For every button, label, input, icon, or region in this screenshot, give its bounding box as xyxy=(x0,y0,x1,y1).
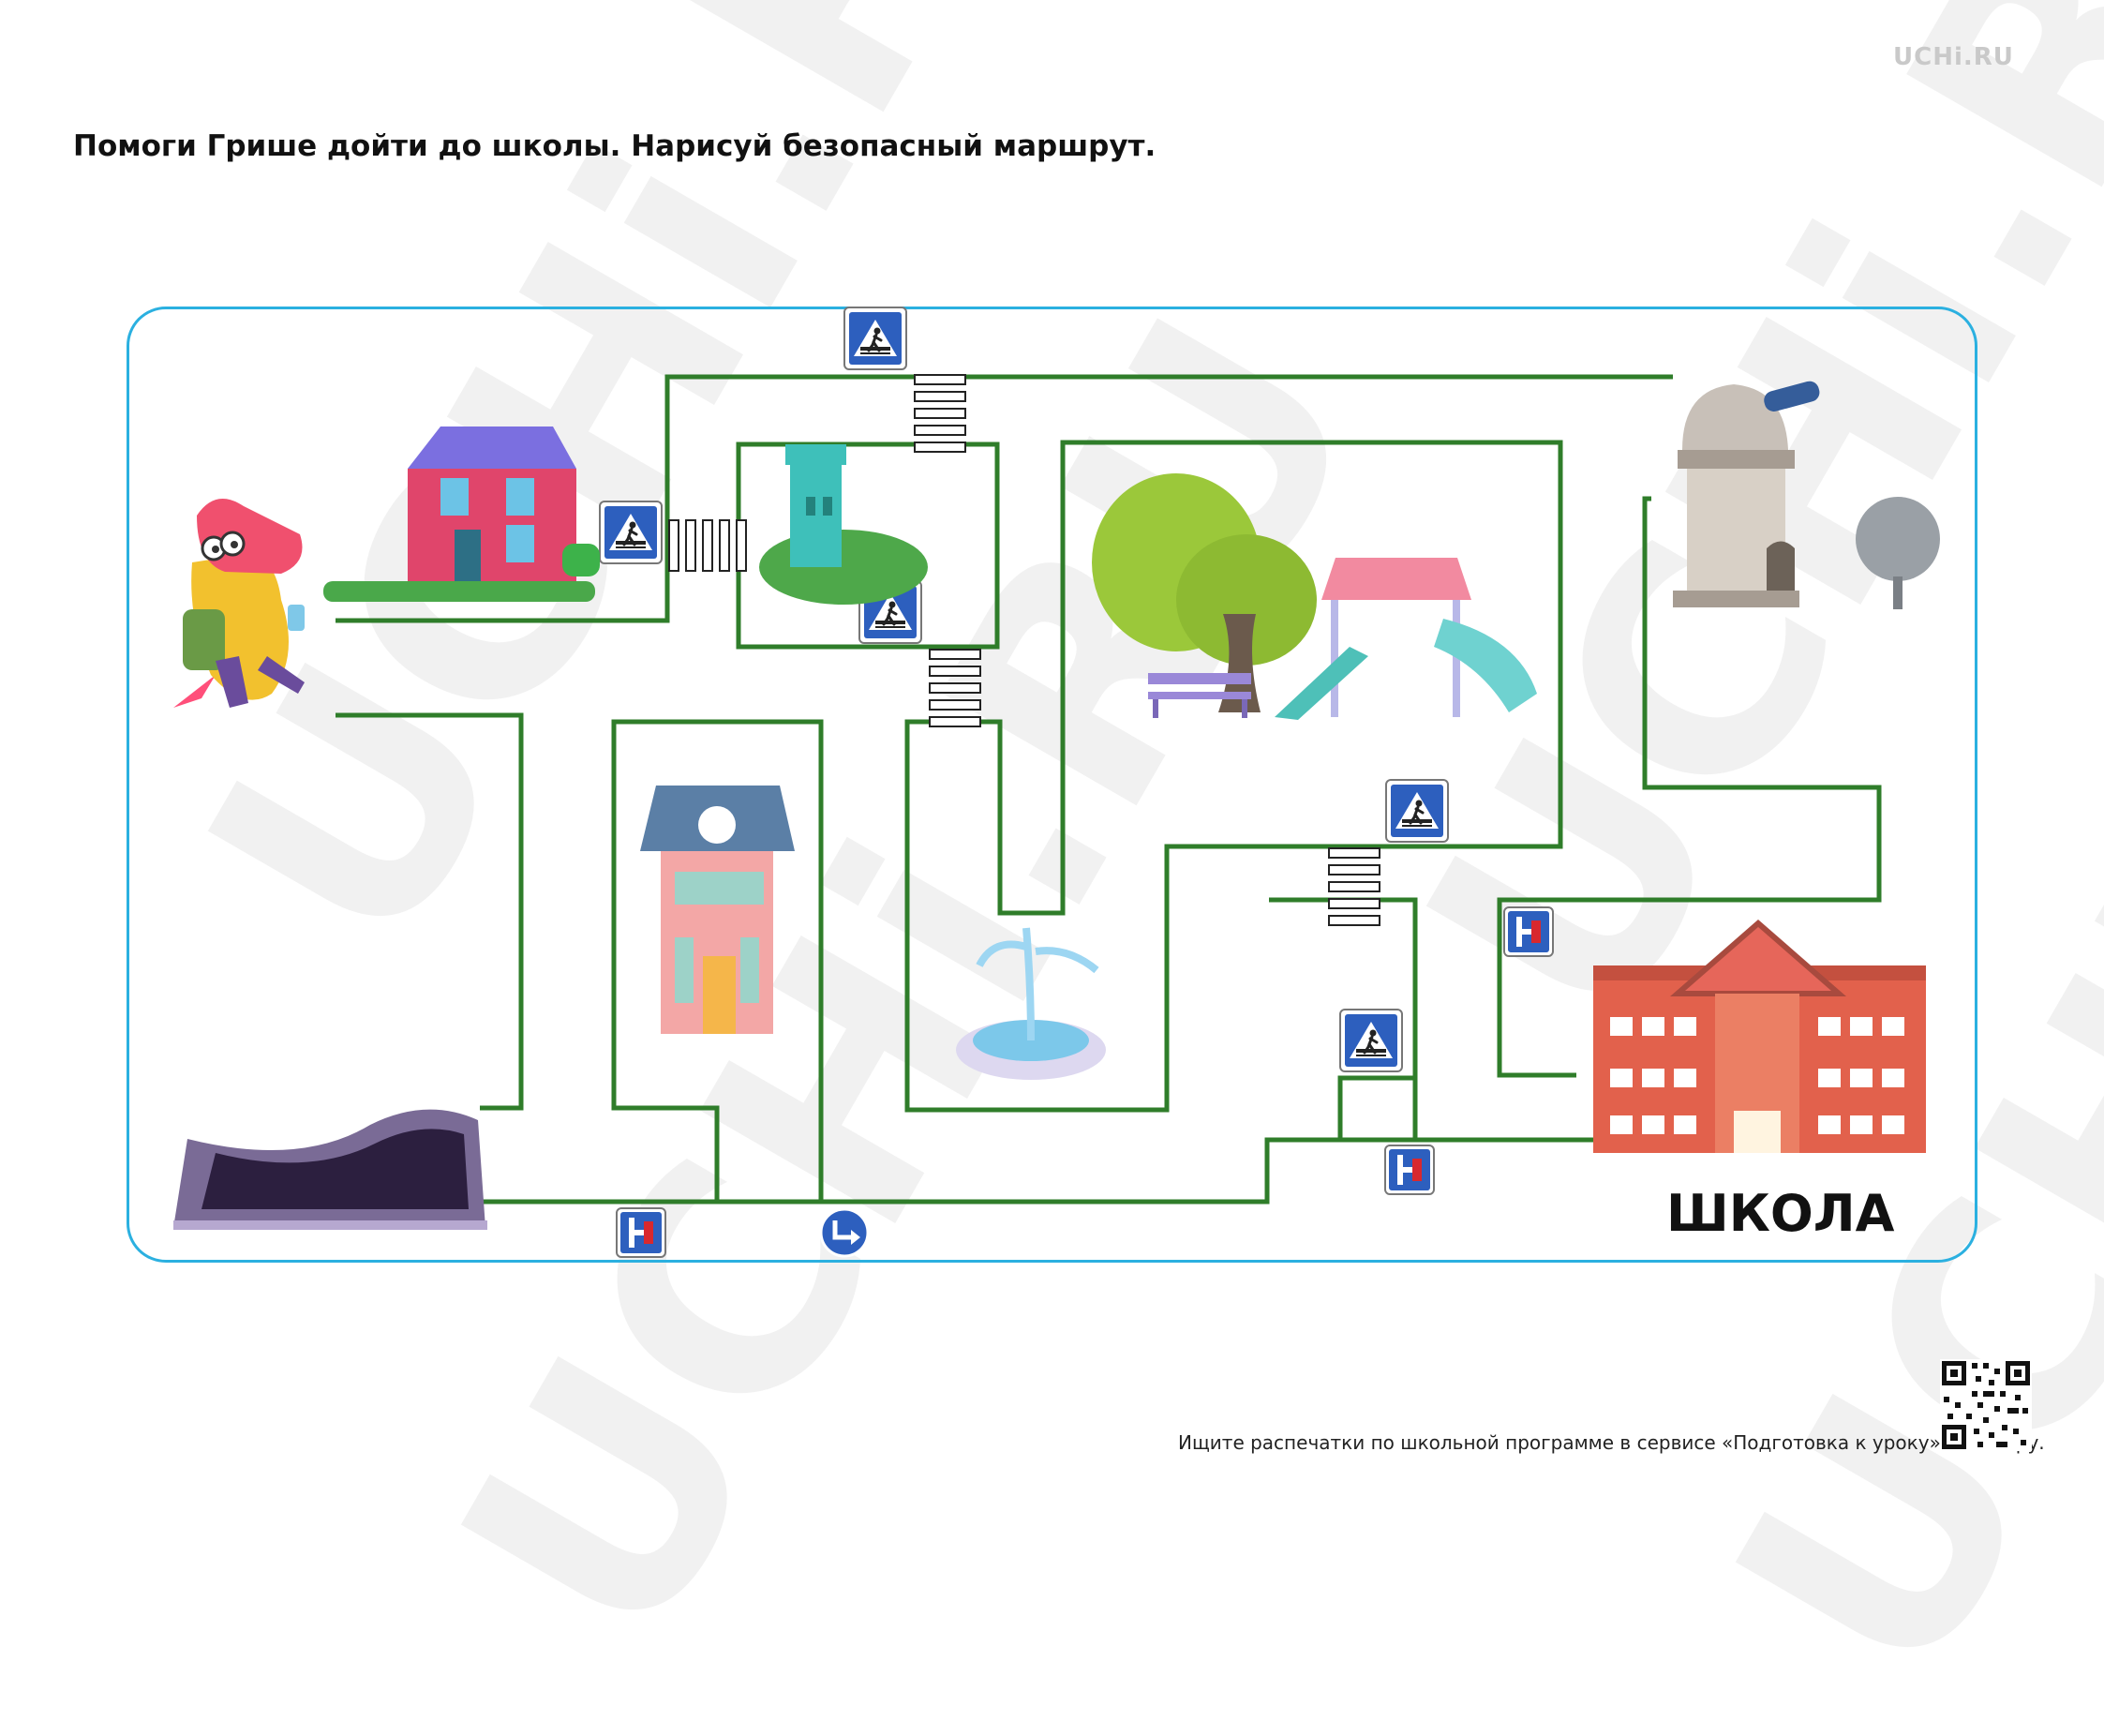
brand-logo: UCHi.RU xyxy=(1893,43,2014,71)
maze-paths xyxy=(336,374,1882,1205)
park-area xyxy=(1092,473,1537,720)
map-frame xyxy=(127,307,1977,1263)
observatory-building xyxy=(1673,381,1940,609)
turn-right-sign xyxy=(819,1207,870,1258)
stadium-building xyxy=(173,1109,487,1230)
fountain xyxy=(956,927,1106,1080)
maze-map xyxy=(173,306,1940,1258)
pedestrian-crossing-sign xyxy=(598,500,664,565)
page-title: Помоги Грише дойти до школы. Нарисуй без… xyxy=(73,129,1156,163)
dead-end-sign xyxy=(1503,906,1554,957)
crosswalk xyxy=(668,519,747,572)
house-building xyxy=(323,427,600,602)
crosswalk xyxy=(914,374,966,453)
crosswalk xyxy=(929,649,981,727)
pedestrian-crossing-sign xyxy=(1384,778,1450,844)
dead-end-sign xyxy=(1384,1145,1435,1195)
pedestrian-crossing-sign xyxy=(1338,1008,1404,1073)
school-label: ШКОЛА xyxy=(1666,1184,1895,1243)
pedestrian-crossing-sign xyxy=(843,306,908,371)
character-dino xyxy=(173,499,305,708)
tower-building xyxy=(759,444,928,605)
qr-code xyxy=(1940,1359,2032,1451)
footer-note: Ищите распечатки по школьной программе в… xyxy=(1178,1431,2045,1454)
dead-end-sign xyxy=(616,1207,666,1258)
crosswalk xyxy=(1328,847,1380,926)
shop-building xyxy=(640,786,795,1034)
school-building xyxy=(1593,920,1926,1153)
